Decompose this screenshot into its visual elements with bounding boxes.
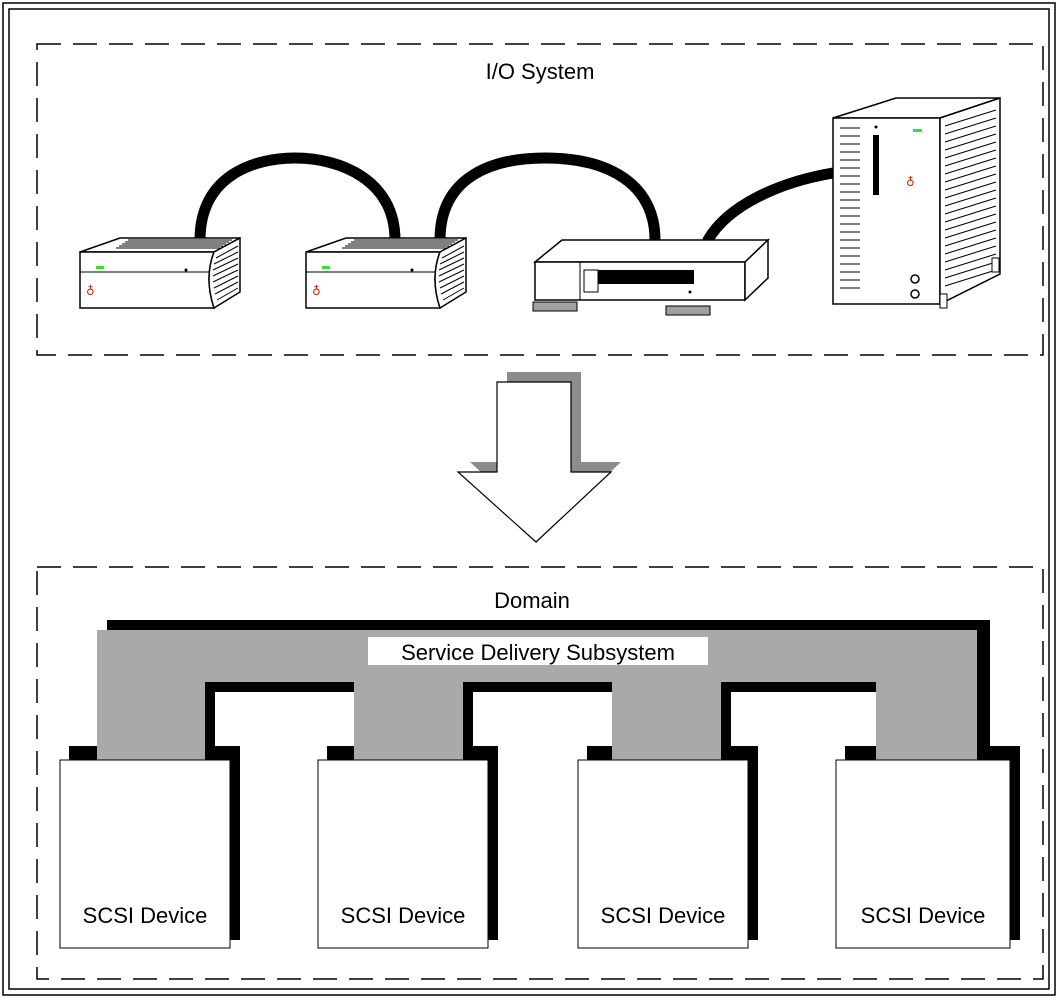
svg-text:♁: ♁ xyxy=(86,284,95,298)
svg-text:♁: ♁ xyxy=(312,284,321,298)
tower-computer-icon: ♁ xyxy=(832,96,1001,309)
subsystem-label-bg xyxy=(368,637,708,665)
scsi-cables xyxy=(194,152,839,246)
io-system-boundary xyxy=(36,43,1044,356)
scsi-device-label: SCSI Device xyxy=(341,903,466,928)
service-delivery-subsystem xyxy=(97,630,977,760)
tape-drive-icon xyxy=(532,238,770,316)
scsi-device: SCSI Device xyxy=(577,759,749,949)
scsi-device-label: SCSI Device xyxy=(861,903,986,928)
disk-drive-icon: ♁ xyxy=(305,236,467,310)
domain-boundary xyxy=(36,566,1044,980)
io-system-title: I/O System xyxy=(486,59,595,84)
scsi-device: SCSI Device xyxy=(317,759,489,949)
scsi-device: SCSI Device xyxy=(59,759,231,949)
domain-title: Domain xyxy=(494,588,570,613)
down-arrow-icon xyxy=(456,372,621,543)
svg-text:♁: ♁ xyxy=(906,175,915,189)
disk-drive-icon: ♁ xyxy=(79,236,241,310)
scsi-device: SCSI Device xyxy=(835,759,1011,949)
scsi-device-label: SCSI Device xyxy=(601,903,726,928)
subsystem-label: Service Delivery Subsystem xyxy=(401,640,675,665)
scsi-device-label: SCSI Device xyxy=(83,903,208,928)
